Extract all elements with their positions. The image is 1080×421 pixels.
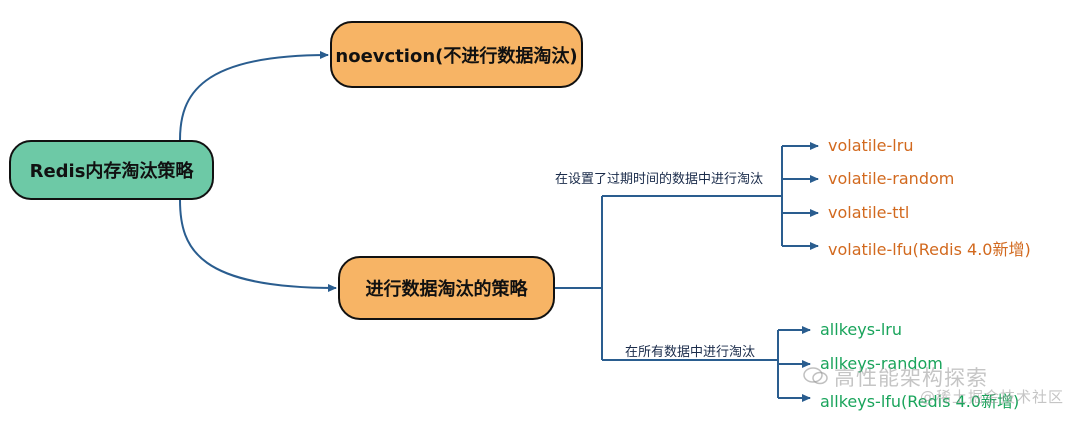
root-node-label: Redis内存淘汰策略 (29, 161, 194, 182)
root-node: Redis内存淘汰策略 (9, 140, 214, 200)
watermark-subtext: @稀土掘金技术社区 (920, 388, 1065, 406)
eviction-strategy-node: 进行数据淘汰的策略 (338, 256, 555, 320)
connector-eviction-trunk (555, 196, 603, 360)
no-eviction-node: noevction(不进行数据淘汰) (330, 21, 583, 88)
leaf-allkeys-lfu: allkeys-lfu(Redis 4.0新增) (820, 392, 1020, 411)
leaf-volatile-lfu: volatile-lfu(Redis 4.0新增) (828, 240, 1031, 259)
eviction-strategy-node-label: 进行数据淘汰的策略 (365, 279, 528, 300)
leaf-volatile-ttl: volatile-ttl (828, 203, 910, 222)
connector-root-eviction (179, 199, 337, 292)
connector-root-noeviction (179, 51, 329, 141)
branch-label-volatile: 在设置了过期时间的数据中进行淘汰 (555, 172, 764, 187)
leaf-volatile-lru: volatile-lru (828, 136, 914, 155)
connector-branch-volatile (602, 146, 783, 246)
leaf-allkeys-random: allkeys-random (820, 354, 943, 373)
branch-label-allkeys: 在所有数据中进行淘汰 (625, 345, 756, 360)
wechat-logo-icon (803, 367, 828, 385)
no-eviction-node-label: noevction(不进行数据淘汰) (335, 45, 578, 67)
leaf-volatile-random: volatile-random (828, 169, 955, 188)
leaf-allkeys-lru: allkeys-lru (820, 320, 902, 339)
watermark-text: 高性能架构探索 (834, 366, 988, 390)
